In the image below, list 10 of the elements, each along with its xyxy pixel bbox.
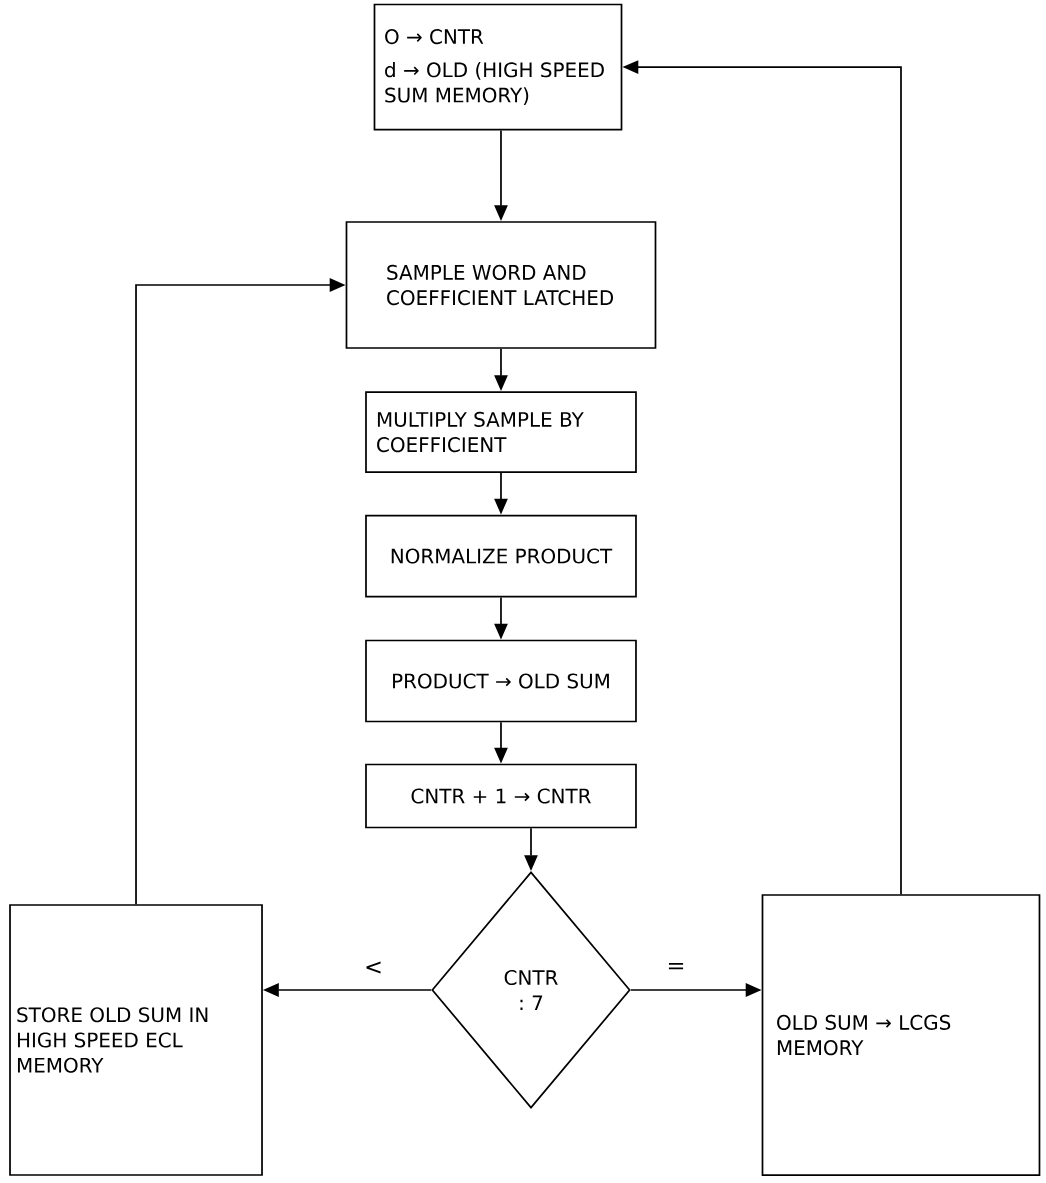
process-box: SAMPLE WORD AND COEFFICIENT LATCHED bbox=[345, 221, 657, 349]
process-box: OLD SUM → LCGS MEMORY bbox=[761, 894, 1041, 1176]
process-box: MULTIPLY SAMPLE BY COEFFICIENT bbox=[365, 391, 637, 473]
edge-label: = bbox=[663, 960, 689, 976]
edge-label: < bbox=[361, 958, 386, 978]
process-box: NORMALIZE PRODUCT bbox=[365, 514, 637, 598]
process-box: O → CNTR d → OLD (HIGH SPEED SUM MEMORY) bbox=[373, 3, 623, 131]
process-box: PRODUCT → OLD SUM bbox=[365, 639, 637, 723]
process-box: CNTR + 1 → CNTR bbox=[365, 763, 637, 829]
process-box: STORE OLD SUM IN HIGH SPEED ECL MEMORY bbox=[9, 904, 263, 1176]
